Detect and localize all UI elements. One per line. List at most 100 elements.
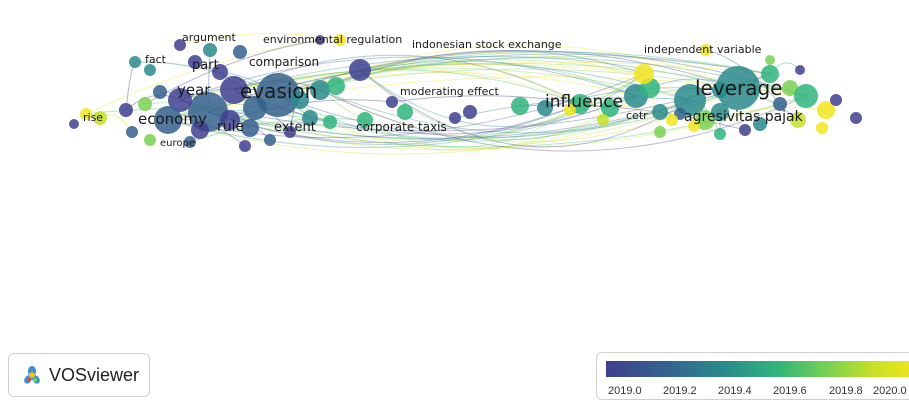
network-node-41[interactable] bbox=[511, 97, 529, 115]
network-node-51[interactable] bbox=[711, 103, 729, 121]
network-node-38[interactable] bbox=[386, 96, 398, 108]
label-influence[interactable]: influence bbox=[545, 92, 623, 112]
label-comparison[interactable]: comparison bbox=[249, 55, 319, 69]
network-node-14[interactable] bbox=[323, 115, 337, 129]
network-node-44[interactable] bbox=[601, 99, 619, 117]
label-rise[interactable]: rise bbox=[83, 111, 103, 124]
network-node-36[interactable] bbox=[357, 112, 373, 128]
network-nodes bbox=[69, 34, 862, 152]
network-node-57[interactable] bbox=[790, 112, 806, 128]
network-node-24[interactable] bbox=[119, 103, 133, 117]
label-economy[interactable]: economy bbox=[138, 110, 207, 128]
network-node-74[interactable] bbox=[564, 104, 576, 116]
network-node-1[interactable] bbox=[220, 76, 248, 104]
vosviewer-logo-panel[interactable]: VOSviewer bbox=[8, 353, 150, 397]
network-node-11[interactable] bbox=[327, 77, 345, 95]
network-node-68[interactable] bbox=[765, 55, 775, 65]
network-node-13[interactable] bbox=[302, 110, 318, 126]
network-labels: evasion leverage influence economy year … bbox=[83, 31, 804, 149]
network-node-61[interactable] bbox=[688, 120, 700, 132]
network-node-35[interactable] bbox=[315, 35, 325, 45]
network-node-7[interactable] bbox=[241, 119, 259, 137]
network-node-47[interactable] bbox=[652, 104, 668, 120]
network-node-4[interactable] bbox=[154, 106, 182, 134]
label-corporate-taxis[interactable]: corporate taxis bbox=[356, 120, 447, 134]
network-node-29[interactable] bbox=[144, 134, 156, 146]
network-node-18[interactable] bbox=[233, 45, 247, 59]
network-node-16[interactable] bbox=[174, 39, 186, 51]
label-rule[interactable]: rule bbox=[217, 119, 244, 135]
network-node-48[interactable] bbox=[674, 84, 706, 116]
legend-tick: 2019.2 bbox=[663, 385, 697, 397]
network-node-69[interactable] bbox=[654, 126, 666, 138]
network-node-73[interactable] bbox=[773, 97, 787, 111]
network-node-15[interactable] bbox=[188, 55, 202, 69]
network-node-25[interactable] bbox=[93, 111, 107, 125]
label-europe[interactable]: europe bbox=[160, 138, 195, 149]
network-node-0[interactable] bbox=[256, 73, 300, 117]
label-moderating-effect[interactable]: moderating effect bbox=[400, 85, 499, 98]
network-node-31[interactable] bbox=[239, 140, 251, 152]
network-node-63[interactable] bbox=[634, 64, 654, 84]
network-node-39[interactable] bbox=[449, 112, 461, 124]
network-node-8[interactable] bbox=[243, 96, 267, 120]
network-node-27[interactable] bbox=[69, 119, 79, 129]
label-environmental-regulation[interactable]: environmental regulation bbox=[263, 33, 402, 46]
label-agresivitas-pajak[interactable]: agresivitas pajak bbox=[684, 109, 804, 125]
network-node-53[interactable] bbox=[782, 80, 798, 96]
network-node-32[interactable] bbox=[264, 134, 276, 146]
network-node-3[interactable] bbox=[168, 88, 192, 112]
label-evasion[interactable]: evasion bbox=[240, 79, 317, 103]
network-node-37[interactable] bbox=[397, 104, 413, 120]
network-node-28[interactable] bbox=[126, 126, 138, 138]
network-node-22[interactable] bbox=[153, 85, 167, 99]
network-node-71[interactable] bbox=[666, 114, 678, 126]
network-node-6[interactable] bbox=[191, 121, 209, 139]
label-leverage[interactable]: leverage bbox=[695, 76, 782, 100]
network-node-23[interactable] bbox=[138, 97, 152, 111]
label-year[interactable]: year bbox=[177, 81, 211, 99]
network-node-40[interactable] bbox=[463, 105, 477, 119]
label-cetr[interactable]: cetr bbox=[626, 109, 648, 122]
label-indonesian-stock-exchange[interactable]: indonesian stock exchange bbox=[412, 38, 562, 51]
network-node-49[interactable] bbox=[716, 66, 760, 110]
network-node-33[interactable] bbox=[284, 126, 296, 138]
network-node-66[interactable] bbox=[850, 112, 862, 124]
network-node-67[interactable] bbox=[795, 65, 805, 75]
label-fact[interactable]: fact bbox=[145, 53, 167, 66]
legend-tick: 2019.6 bbox=[773, 385, 807, 397]
network-node-21[interactable] bbox=[129, 56, 141, 68]
network-node-10[interactable] bbox=[310, 80, 330, 100]
link-70 bbox=[189, 118, 366, 143]
link-42 bbox=[359, 44, 739, 89]
network-node-17[interactable] bbox=[203, 43, 217, 57]
network-node-60[interactable] bbox=[714, 128, 726, 140]
network-node-12[interactable] bbox=[349, 59, 371, 81]
label-independent-variable[interactable]: independent variable bbox=[644, 43, 762, 56]
network-node-54[interactable] bbox=[794, 84, 818, 108]
link-39 bbox=[319, 73, 771, 134]
label-extent[interactable]: extent bbox=[274, 120, 316, 135]
network-node-50[interactable] bbox=[695, 110, 715, 130]
network-node-9[interactable] bbox=[291, 91, 309, 109]
network-node-59[interactable] bbox=[739, 124, 751, 136]
network-node-58[interactable] bbox=[753, 117, 767, 131]
network-node-70[interactable] bbox=[597, 114, 609, 126]
link-43 bbox=[359, 69, 691, 148]
network-node-56[interactable] bbox=[816, 122, 828, 134]
label-argument[interactable]: argument bbox=[182, 31, 236, 44]
network-node-19[interactable] bbox=[212, 64, 228, 80]
network-node-55[interactable] bbox=[817, 101, 835, 119]
network-node-42[interactable] bbox=[537, 100, 553, 116]
network-node-26[interactable] bbox=[80, 108, 92, 120]
network-node-65[interactable] bbox=[830, 94, 842, 106]
label-part[interactable]: part bbox=[192, 58, 219, 73]
network-node-20[interactable] bbox=[144, 64, 156, 76]
network-node-64[interactable] bbox=[700, 44, 712, 56]
network-node-34[interactable] bbox=[334, 34, 346, 46]
bibliometric-network-map[interactable]: evasion leverage influence economy year … bbox=[0, 0, 909, 340]
network-node-52[interactable] bbox=[761, 65, 779, 83]
network-node-30[interactable] bbox=[184, 136, 196, 148]
network-node-5[interactable] bbox=[220, 110, 240, 130]
network-node-72[interactable] bbox=[712, 82, 728, 98]
